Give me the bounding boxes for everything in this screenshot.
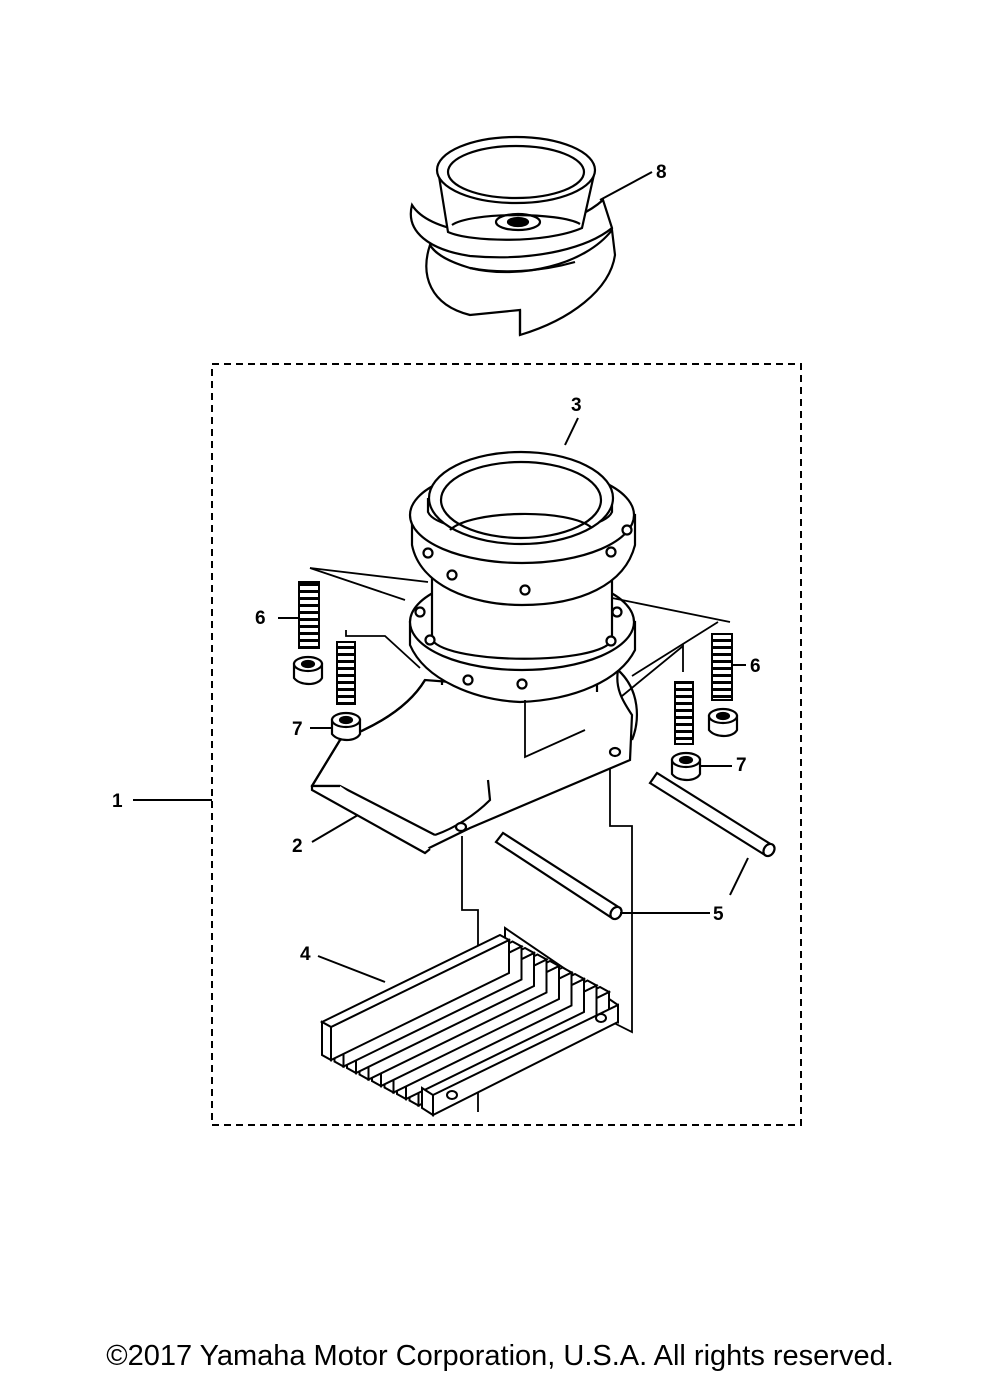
leader-4: [317, 955, 386, 983]
part-2-intake-housing: [310, 668, 638, 855]
part-4-intake-grate: [319, 926, 619, 1117]
callout-7-left: 7: [292, 719, 303, 740]
callout-8: 8: [656, 162, 667, 183]
callout-2: 2: [292, 836, 303, 857]
callout-1: 1: [112, 791, 123, 812]
callout-5: 5: [713, 904, 724, 925]
part-6-stud-right-inner: [674, 681, 694, 745]
leader-5b: [729, 857, 749, 896]
callout-6-left: 6: [255, 608, 266, 629]
leader-8: [599, 171, 653, 201]
part-6-stud-left-inner: [336, 641, 356, 705]
part-8-duct: [409, 135, 617, 337]
leader-3: [564, 417, 579, 446]
part-7-nut-left-inner: [330, 711, 362, 742]
callout-3: 3: [571, 395, 582, 416]
part-5-pin-front: [494, 831, 623, 921]
callout-4: 4: [300, 944, 311, 965]
callout-6-right: 6: [750, 656, 761, 677]
part-3-flange-cylinder: [408, 450, 637, 704]
part-6-stud-left-outer: [298, 581, 320, 649]
part-7-nut-right-inner: [670, 751, 702, 782]
part-7-nut-left-outer: [292, 655, 324, 686]
leader-2: [311, 814, 359, 843]
callout-7-right: 7: [736, 755, 747, 776]
part-7-nut-right-outer: [707, 707, 739, 738]
assembly-boundary: [211, 363, 802, 1126]
part-6-stud-right-outer: [711, 633, 733, 701]
grate-slat: [319, 933, 512, 1062]
part-5-pin-rear: [648, 771, 776, 858]
copyright-notice: ©2017 Yamaha Motor Corporation, U.S.A. A…: [106, 1340, 894, 1372]
